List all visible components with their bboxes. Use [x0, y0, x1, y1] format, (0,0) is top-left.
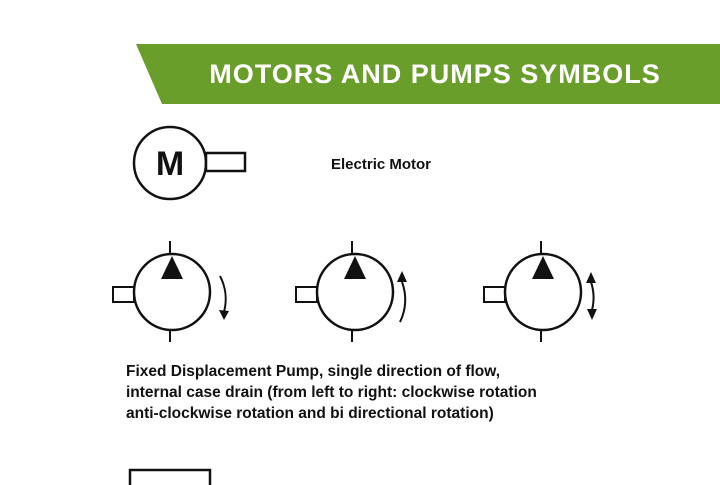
- pump-circle: [503, 252, 583, 332]
- arrow-head-down: [587, 309, 597, 320]
- arrow-head: [397, 271, 407, 282]
- motor-shaft: [204, 151, 247, 173]
- electric-motor-symbol: M: [132, 125, 247, 201]
- pump-caption-line-1: Fixed Displacement Pump, single directio…: [126, 363, 501, 380]
- arrow-head: [219, 310, 229, 320]
- pump-circle: [315, 252, 395, 332]
- rotation-arrow: [219, 275, 227, 313]
- pump-caption-line-3: anti-clockwise rotation and bi direction…: [126, 405, 494, 422]
- flow-triangle: [161, 256, 183, 279]
- rotation-arrow: [399, 281, 407, 323]
- pump-shaft: [483, 286, 506, 303]
- flow-triangle: [532, 256, 554, 279]
- pump-caption-line-2: internal case drain (from left to right:…: [126, 384, 537, 401]
- electric-motor-label: Electric Motor: [331, 156, 432, 173]
- page-title: MOTORS AND PUMPS SYMBOLS: [209, 58, 661, 89]
- pump-symbol-bi-directional: [483, 241, 597, 342]
- rotation-arrow: [590, 281, 595, 311]
- pump-symbol-anti-clockwise: [295, 241, 407, 342]
- pump-circle: [132, 252, 212, 332]
- pump-shaft: [295, 286, 318, 303]
- flow-triangle: [344, 256, 366, 279]
- motor-letter: M: [156, 145, 184, 183]
- next-symbol-partial: [128, 468, 212, 485]
- pump-symbol-clockwise: [112, 241, 229, 342]
- pump-shaft: [112, 286, 135, 303]
- arrow-head-up: [586, 272, 596, 283]
- pump-caption: Fixed Displacement Pump, single directio…: [126, 361, 686, 424]
